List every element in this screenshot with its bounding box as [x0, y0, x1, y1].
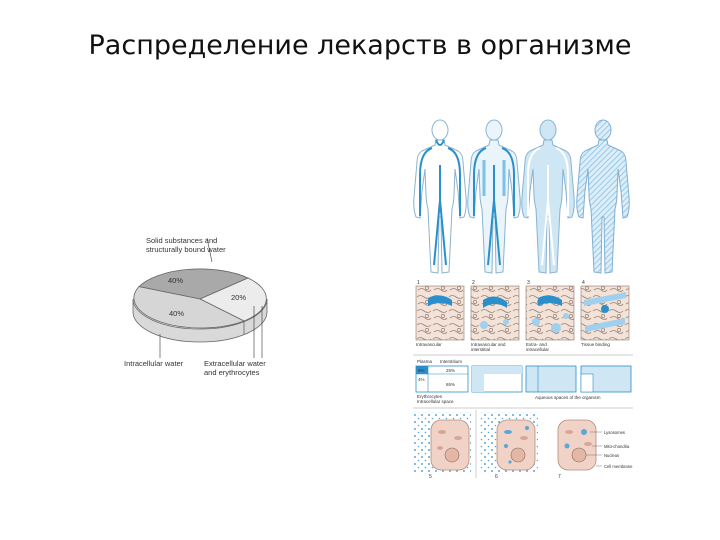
- cell-number-5: 5: [429, 474, 432, 480]
- panel-number-2: 2: [472, 280, 475, 286]
- tissue-panels: 1 2 3 4 Intravascular Intravascular and …: [415, 280, 630, 352]
- pie-label-extracellular-2: and erythrocytes: [204, 368, 260, 377]
- panel-caption-4: Tissue binding: [581, 342, 610, 347]
- panel-caption-2b: interstitial: [471, 347, 490, 352]
- table-header-interstitium: Interstitium: [440, 359, 462, 364]
- table-right-caption: Aqueous spaces of the organism: [535, 395, 601, 400]
- compartment-table: Plasma Interstitium 6% 4% 25% 65% Erythr…: [413, 354, 633, 404]
- panel-number-3: 3: [527, 280, 530, 286]
- legend-mitochondria: Mito-chondria: [604, 444, 630, 449]
- slide-title: Распределение лекарств в организме: [88, 30, 632, 61]
- panel-caption-2a: Intravascular and: [471, 342, 506, 347]
- table-footer-erythrocytes: Erythrocytes: [417, 394, 443, 399]
- pie-leader-top: [206, 237, 213, 263]
- table-header-plasma: Plasma: [417, 359, 433, 364]
- pie-value-extracellular: 20%: [231, 293, 246, 302]
- table-value-erythrocytes: 4%: [418, 377, 425, 382]
- cell-number-6: 6: [495, 474, 498, 480]
- pie-label-intracellular: Intracellular water: [124, 359, 184, 368]
- pie-slice-solid: [138, 268, 249, 300]
- pie-label-solid-1: Solid substances and: [146, 236, 217, 245]
- table-footer-intracellular: Intracellular space: [417, 399, 454, 404]
- water-distribution-pie: Solid substances and structurally bound …: [124, 236, 268, 377]
- legend-lysosomes: Lysosomes: [604, 430, 625, 435]
- pie-side: [132, 298, 268, 343]
- legend-cell-membrane: Cell membrane: [604, 464, 633, 469]
- pie-value-solid: 40%: [168, 276, 183, 285]
- cell-6: [496, 419, 536, 471]
- panel-number-1: 1: [417, 280, 420, 286]
- cell-5: [430, 419, 470, 471]
- panel-caption-3a: Extra- and: [526, 342, 547, 347]
- human-figure-1: [413, 119, 467, 274]
- panel-number-4: 4: [582, 280, 585, 286]
- panel-caption-3b: intracellular: [526, 347, 550, 352]
- cell-panels: 5 6 7 Lysosomes Mito-chondria Nucleus Ce…: [413, 407, 633, 480]
- cell-number-7: 7: [558, 474, 561, 480]
- legend-nucleus: Nucleus: [604, 453, 619, 458]
- human-figure-2: [467, 119, 521, 274]
- table-value-interstitium: 25%: [446, 368, 455, 373]
- human-figure-4: [576, 119, 630, 274]
- pie-slice-extracellular: [199, 277, 267, 322]
- table-value-intracellular: 65%: [446, 382, 455, 387]
- pie-value-intracellular: 40%: [169, 309, 184, 318]
- pie-slice-intracellular: [133, 286, 246, 329]
- panel-caption-1: Intravascular: [416, 342, 442, 347]
- human-figure-3: [521, 119, 575, 274]
- pie-label-solid-2: structurally bound water: [146, 245, 226, 254]
- body-figures: [413, 119, 630, 274]
- table-value-plasma: 6%: [418, 368, 425, 373]
- pie-label-extracellular-1: Extracellular water: [204, 359, 266, 368]
